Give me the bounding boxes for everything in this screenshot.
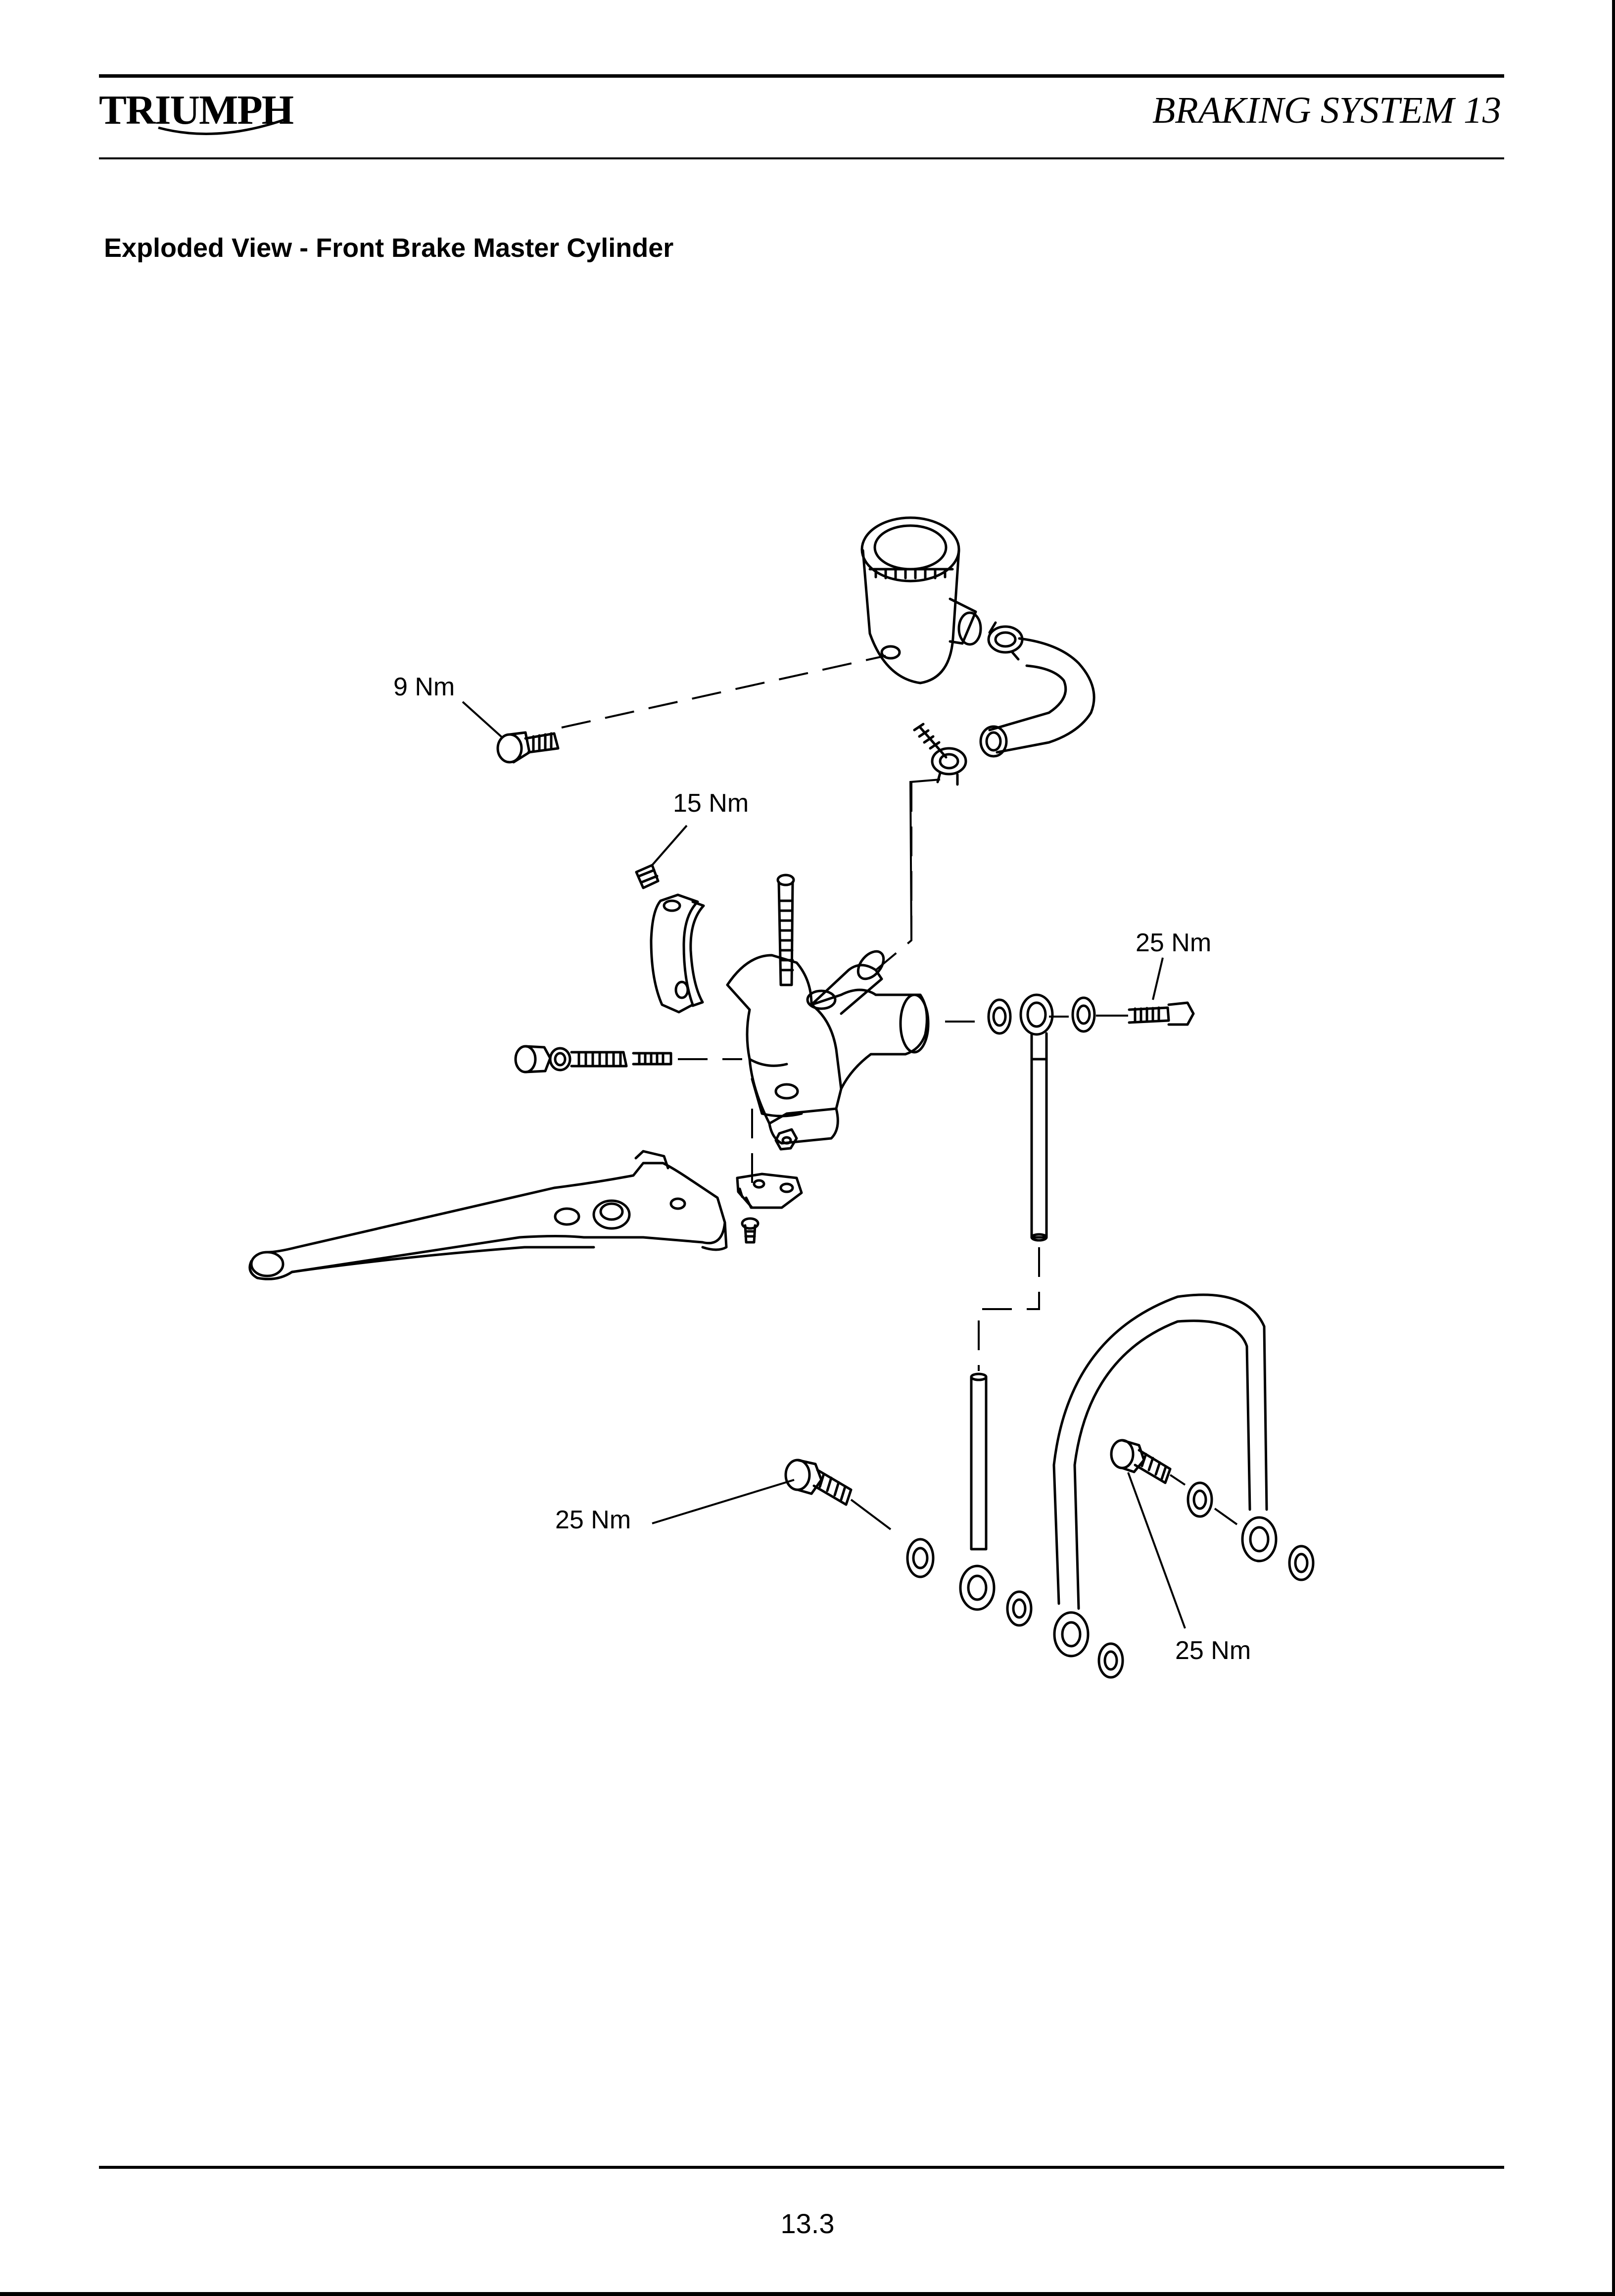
brake-light-switch (736, 1172, 803, 1209)
caliper-hose-loop (1052, 1293, 1268, 1610)
header-top-rule (99, 74, 1504, 78)
reservoir-hose (979, 637, 1095, 758)
page-edge-bottom (0, 2292, 1615, 2296)
union-lower-left (906, 1538, 1124, 1679)
footer-rule (99, 2166, 1504, 2169)
pivot-nut (774, 1128, 798, 1151)
brake-fluid-reservoir (860, 516, 982, 684)
torque-label-banjo-upper: 25 Nm (1136, 928, 1211, 957)
banjo-bolt-lower-left (784, 1459, 853, 1506)
handlebar-clamp (650, 893, 705, 1014)
chapter-title: BRAKING SYSTEM 13 (1152, 90, 1501, 131)
assembly-lines (561, 655, 1040, 1371)
header-bottom-rule (99, 157, 1504, 159)
hose-clip-upper (987, 621, 1024, 661)
pushrod-assembly (514, 1045, 672, 1074)
page-number: 13.3 (780, 2208, 835, 2239)
page-edge-right (1612, 0, 1615, 2296)
assembly-lines-solid (850, 779, 1238, 1530)
hose-clip-lower (913, 723, 967, 786)
switch-screw (741, 1217, 760, 1244)
banjo-bolt-lower-right (1110, 1439, 1315, 1581)
torque-label-reservoir-bolt: 9 Nm (393, 673, 455, 701)
leader-lines (462, 701, 1186, 1629)
cap-screw-long (776, 874, 795, 986)
brake-pipe-lower-left (970, 1372, 988, 1551)
triumph-logo: TRIUMPH (99, 87, 294, 135)
torque-label-clamp-screw: 15 Nm (673, 789, 749, 818)
clamp-screw (635, 864, 660, 889)
section-title: Exploded View - Front Brake Master Cylin… (104, 233, 674, 263)
torque-label-banjo-lower-left: 25 Nm (555, 1506, 631, 1534)
banjo-union-upper (987, 993, 1195, 1036)
reservoir-bolt (496, 731, 560, 764)
torque-label-banjo-lower-right: 25 Nm (1175, 1636, 1251, 1665)
brake-lever (248, 1150, 728, 1280)
master-cylinder-body (726, 950, 930, 1145)
brake-pipe-upper (1030, 1032, 1048, 1242)
